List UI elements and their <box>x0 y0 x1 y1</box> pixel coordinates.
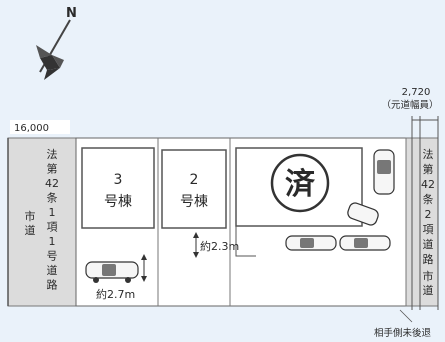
setback-2-label: 約2.3m <box>200 239 239 253</box>
right-road <box>405 137 439 307</box>
parked-car <box>285 235 337 251</box>
left-road-label-char: 項 <box>47 221 58 234</box>
left-road <box>7 137 77 307</box>
lot3-suffix: 号棟 <box>104 194 132 210</box>
right-road-label-char: 42 <box>421 178 435 191</box>
parked-car <box>85 261 139 283</box>
building-2 <box>161 149 227 229</box>
right-road-label-char: 2 <box>425 208 432 221</box>
setback-3-label: 約2.7m <box>96 287 135 301</box>
right-road-label-char: 条 <box>423 192 434 206</box>
right-road-label-char: 項 <box>423 223 434 236</box>
lot2-suffix: 号棟 <box>180 194 208 210</box>
north-compass: N <box>36 6 77 80</box>
left-road-label-char: 1 <box>49 206 56 219</box>
lot2-number: 2 <box>190 172 199 188</box>
right-road-footer: 相手側未後退 <box>374 327 432 339</box>
left-road-label-char: 法 <box>47 147 58 161</box>
left-road-label-char: 条 <box>47 191 58 205</box>
parked-car <box>339 235 391 251</box>
right-road-label-char: 路 <box>423 253 434 266</box>
north-label: N <box>66 6 77 21</box>
left-road-sub-char: 道 <box>25 223 36 237</box>
parked-car <box>373 149 395 195</box>
left-road-label-char: 道 <box>47 263 58 277</box>
left-road-label-char: 1 <box>49 235 56 248</box>
left-road-label-char: 路 <box>47 279 58 292</box>
right-road-sub-char: 市 <box>423 269 434 283</box>
left-road-width-label: 16,000 <box>14 123 49 134</box>
building-3 <box>81 147 155 229</box>
sold-badge-label: 済 <box>285 167 316 202</box>
left-road-label-char: 号 <box>47 250 58 263</box>
right-road-width-note: （元道幅員） <box>381 99 438 111</box>
left-road-label-char: 42 <box>45 177 59 190</box>
left-road-width-box <box>10 120 70 134</box>
lot3-number: 3 <box>114 172 123 188</box>
sold-badge <box>270 153 330 213</box>
setback-dimension-3 <box>141 254 147 282</box>
right-road-label-char: 法 <box>423 147 434 161</box>
right-road-label-char: 第 <box>423 162 434 176</box>
right-road-sub-char: 道 <box>423 283 434 297</box>
left-road-label-char: 第 <box>47 162 58 176</box>
parked-car <box>347 202 379 226</box>
setback-dimension-2 <box>193 232 199 258</box>
right-road-label-char: 道 <box>423 237 434 251</box>
left-road-sub-char: 市 <box>25 209 36 223</box>
right-road-width-value: 2,720 <box>402 87 431 98</box>
